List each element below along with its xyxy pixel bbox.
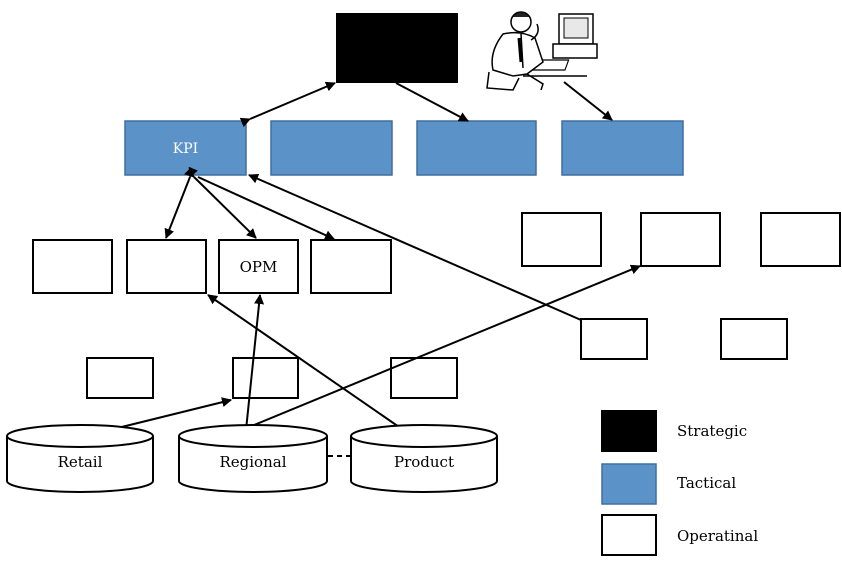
operational-box-small-2 [232, 357, 299, 399]
legend-swatch-operational [601, 514, 657, 556]
operational-box-opm [218, 239, 299, 294]
operational-box-1 [32, 239, 113, 294]
database-regional-label: Regional [219, 453, 286, 471]
opm-label: OPM [240, 258, 278, 276]
operational-box-2 [126, 239, 207, 294]
legend: Strategic Tactical Operatinal [601, 410, 758, 556]
operational-box-small-right-2 [720, 318, 788, 360]
tactical-box-4 [561, 120, 684, 176]
database-product [350, 424, 498, 493]
operational-box-right-1 [521, 212, 602, 267]
legend-label-operational: Operatinal [677, 527, 758, 545]
legend-swatch-strategic [601, 410, 657, 452]
database-product-label: Product [394, 453, 454, 471]
connector-arrows [72, 81, 641, 457]
operational-box-small-1 [86, 357, 154, 399]
operational-box-small-right-1 [580, 318, 648, 360]
kpi-label: KPI [173, 141, 198, 157]
legend-label-strategic: Strategic [677, 422, 747, 440]
operational-box-right-3 [760, 212, 841, 267]
database-regional [178, 424, 328, 493]
legend-swatch-tactical [601, 463, 657, 505]
tactical-box-3 [416, 120, 537, 176]
strategic-box [336, 13, 458, 83]
legend-label-tactical: Tactical [677, 474, 736, 492]
operational-box-4 [310, 239, 392, 294]
tactical-box-2 [270, 120, 393, 176]
person-at-computer-icon [486, 11, 598, 91]
database-retail-label: Retail [58, 453, 103, 471]
database-retail [6, 424, 154, 493]
operational-box-right-2 [640, 212, 721, 267]
